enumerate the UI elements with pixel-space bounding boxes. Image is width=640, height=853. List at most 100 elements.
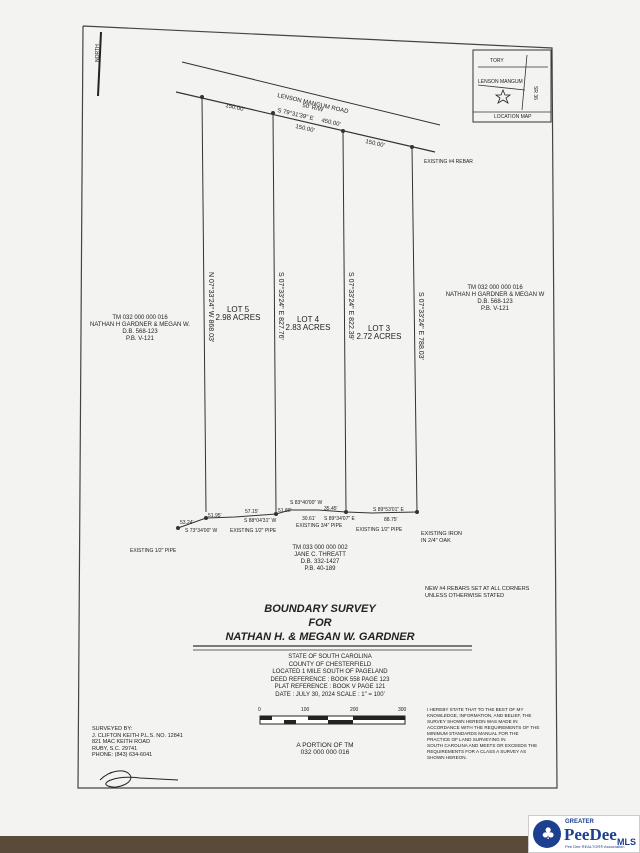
cert-line7: SOUTH CAROLINA AND MEETS OR EXCEEDS THE	[427, 742, 538, 748]
cert-line6: PRACTICE OF LAND SURVEYING IN	[427, 736, 506, 742]
south-owner-pb: P.B. 40-189	[304, 565, 336, 572]
scale-tick-200: 200	[350, 707, 359, 713]
surveyor-line1: SURVEYED BY:	[92, 726, 133, 732]
cert-line3: SURVEY SHOWN HEREON WAS MADE IN	[427, 718, 518, 724]
left-owner-name: NATHAN H GARDNER & MEGAN W.	[90, 321, 190, 328]
lot-line-2	[272, 112, 277, 513]
seg2-length: 51.95'	[208, 513, 222, 519]
right-owner-tm: TM 032 000 000 016	[467, 285, 523, 291]
seg4-length: 51.80'	[278, 508, 292, 514]
south-owner-db: D.B. 332-1427	[300, 558, 340, 565]
lot-4-label: LOT 4 2.83 ACRES	[280, 315, 336, 333]
sideline-4: S 07°33'24" E 788.03'	[417, 292, 424, 360]
locmap-road-lenson: LENSON MANGUM	[478, 79, 523, 85]
surveyor-line4: RUBY, S.C. 29741	[92, 745, 138, 752]
lot-4-acres: 2.83 ACRES	[285, 323, 331, 333]
portion-line1: A PORTION OF TM	[296, 742, 354, 749]
portion-line2: 032 000 000 016	[300, 749, 350, 757]
south-owner-tm: TM 033 000 000 002	[292, 545, 348, 551]
scale-tick-300: 300	[398, 707, 407, 713]
seg1-bearing: S 73°34'00" W	[185, 528, 218, 534]
pipe-3: EXISTING 1/2" PIPE	[356, 527, 403, 533]
surveyor-block: SURVEYED BY: J. CLIFTON KEITH P.L.S. NO.…	[92, 726, 183, 759]
existing-rebar-note: EXISTING #4 REBAR	[424, 159, 473, 165]
location-map-box	[472, 49, 552, 123]
surveyor-line3: 821 MAC KEITH ROAD	[92, 739, 151, 746]
rebar-right: EXISTING IRON IN 2/4" OAK	[421, 531, 462, 544]
lot-5-name: LOT 5	[226, 305, 250, 314]
logo-circle	[533, 820, 561, 848]
cert-line1: I HEREBY STATE THAT TO THE BEST OF MY	[427, 707, 524, 712]
logo-big-text: PeeDee	[564, 825, 617, 844]
seg6-bearing: S 89°34'07" E	[324, 516, 355, 522]
left-owner-tm: TM 032 000 000 016	[112, 315, 168, 321]
peedee-mls-logo: ♣ GREATER PeeDee MLS Pee Dee REALTOR® As…	[528, 815, 640, 853]
locmap-label: LOCATION MAP	[494, 114, 532, 120]
surveyor-signature	[99, 770, 179, 788]
left-owner-db: D.B. 568-123	[122, 328, 158, 335]
location-star	[494, 88, 512, 104]
rebar-set-note-line2: UNLESS OTHERWISE STATED	[425, 592, 505, 599]
lot-3-acres: 2.72 ACRES	[356, 332, 402, 342]
palm-icon: ♣	[541, 824, 556, 843]
locmap-road-sr: SR 36	[532, 86, 538, 100]
north-arrow	[97, 31, 102, 97]
left-owner-pb: P.B. V-121	[126, 335, 154, 342]
right-owner-db: D.B. 568-123	[477, 298, 513, 305]
lot-3-label: LOT 3 2.72 ACRES	[351, 324, 407, 342]
scale-tick-100: 100	[301, 707, 310, 713]
seg3-bearing: S 88°04'31" W	[244, 518, 277, 524]
seg4-bearing: S 83°40'00" W	[290, 500, 323, 506]
road-edge-north	[181, 61, 441, 126]
info-location: LOCATED 1 MILE SOUTH OF PAGELAND	[272, 669, 388, 675]
lot-5-acres: 2.98 ACRES	[215, 313, 261, 323]
surveyor-line2: J. CLIFTON KEITH P.L.S. NO. 12841	[92, 732, 183, 739]
north-label: NORTH	[95, 44, 101, 62]
certification-block: I HEREBY STATE THAT TO THE BEST OF MY KN…	[427, 707, 539, 761]
cert-line5: MINIMUM STANDARDS MANUAL FOR THE	[427, 730, 519, 736]
surveyor-line5: PHONE: (843) 634-6041	[92, 752, 153, 759]
info-county: COUNTY OF CHESTERFIELD	[288, 661, 372, 668]
bottom-boundary	[177, 509, 418, 529]
road-edge-south	[175, 91, 436, 153]
right-owner-pb: P.B. V-121	[481, 305, 509, 312]
lot-3-name: LOT 3	[367, 324, 391, 333]
seg7-bearing: S 89°53'01" E	[373, 507, 404, 513]
cert-line9: SHOWN HEREON.	[427, 754, 467, 760]
survey-info: STATE OF SOUTH CAROLINA COUNTY OF CHESTE…	[240, 654, 420, 699]
logo-small-text: GREATER	[565, 819, 594, 825]
info-deed: DEED REFERENCE : BOOK 558 PAGE 123	[270, 676, 390, 683]
logo-mls-text: MLS	[617, 837, 636, 847]
seg3-length: 57.15'	[245, 509, 259, 515]
lot-line-1	[201, 96, 207, 513]
south-owner: TM 033 000 000 002 JANE C. THREATT D.B. …	[270, 545, 370, 573]
portion-note: A PORTION OF TM 032 000 000 016	[280, 742, 370, 757]
title-line3: NATHAN H. & MEGAN W. GARDNER	[225, 631, 415, 643]
left-owner: TM 032 000 000 016 NATHAN H GARDNER & ME…	[80, 315, 200, 343]
title-line1: BOUNDARY SURVEY	[264, 603, 376, 615]
sideline-3: S 07°33'24" E 822.39'	[347, 272, 354, 340]
pipe-1: EXISTING 1/2" PIPE	[230, 528, 277, 534]
south-owner-name: JANE C. THREATT	[294, 551, 346, 558]
pipe-left: EXISTING 1/2" PIPE	[130, 548, 177, 554]
right-owner: TM 032 000 000 016 NATHAN H GARDNER & ME…	[440, 285, 550, 313]
seg6-length: 30.61'	[302, 516, 316, 522]
info-date-scale: DATE : JULY 30, 2024 SCALE : 1" = 100'	[275, 691, 385, 698]
rebar-right-line1: EXISTING IRON	[421, 531, 462, 537]
lot-line-3	[342, 130, 347, 511]
lot-5-label: LOT 5 2.98 ACRES	[210, 305, 266, 323]
seg1-length: 53.24'	[180, 520, 194, 526]
logo-tagline: Pee Dee REALTOR® Association	[565, 844, 625, 849]
lot-line-4	[411, 146, 418, 513]
bottom-bar	[0, 836, 640, 853]
scale-bar	[259, 715, 406, 725]
sideline-2: S 07°33'24" E 827.76'	[277, 272, 284, 340]
sideline-1: N 07°33'24" W 868.03'	[207, 272, 214, 343]
cert-line8: REQUIREMENTS FOR A CLASS A SURVEY AS	[427, 748, 527, 754]
info-plat: PLAT REFERENCE : BOOK V PAGE 121	[274, 684, 386, 690]
info-state: STATE OF SOUTH CAROLINA	[288, 654, 372, 660]
seg7-length: 88.75'	[384, 517, 398, 523]
cert-line2: KNOWLEDGE, INFORMATION, AND BELIEF, THE	[427, 712, 532, 718]
